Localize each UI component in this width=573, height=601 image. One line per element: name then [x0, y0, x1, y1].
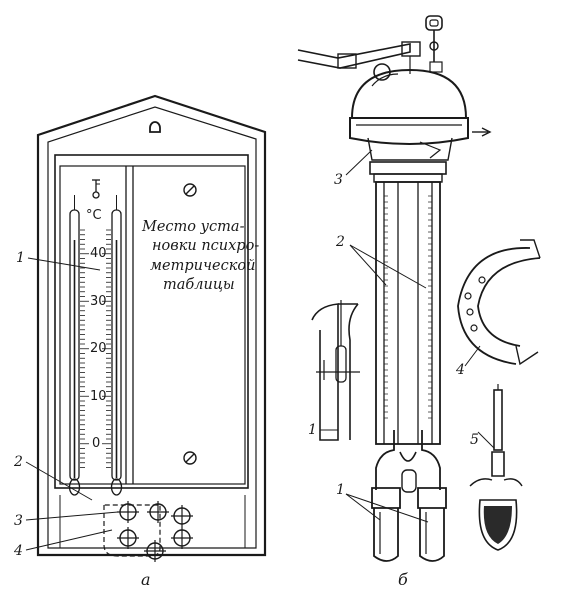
screw-top [183, 183, 197, 197]
note-line-1: Место уста- [141, 219, 245, 235]
label-a-3: 3 [14, 513, 23, 529]
water-reservoir [103, 504, 161, 557]
ventilation-holes [117, 501, 193, 562]
detail-pipette-bulb [469, 384, 523, 551]
label-b-5: 5 [470, 432, 479, 448]
label-a-2: 2 [13, 454, 23, 470]
thermometer-tubes [375, 181, 441, 445]
detail-curved-shield [457, 239, 541, 366]
unit-label: °C [86, 208, 102, 223]
caption-a: а [141, 570, 151, 589]
scale-label-10: 10 [90, 389, 107, 404]
aspiration-psychrometer: 3 2 1 4 5 1 б [297, 15, 541, 589]
label-b-2: 2 [335, 234, 345, 250]
note-line-2: новки психро- [152, 238, 259, 254]
fan-housing [349, 61, 492, 161]
temperature-scale [80, 229, 111, 468]
wet-thermometer [110, 195, 123, 496]
note-line-3: метрической [150, 258, 255, 274]
dry-thermometer [68, 195, 81, 496]
screw-bottom [183, 451, 197, 465]
scale-label-20: 20 [90, 341, 107, 356]
label-a-4: 4 [13, 543, 23, 559]
detail-tube-end [311, 300, 360, 441]
suspension-arm [297, 41, 421, 81]
wall-psychrometer: °C 40 30 20 10 0 Место уста- новки психр… [13, 94, 267, 589]
caption-b: б [398, 570, 408, 589]
label-a-1: 1 [16, 250, 25, 266]
thermometer-symbol-icon [92, 179, 100, 199]
tube-scales [384, 195, 432, 419]
board-outline [36, 94, 267, 557]
protective-fork [371, 430, 447, 562]
label-b-1-detail: 1 [308, 422, 317, 438]
winding-key-icon [425, 15, 443, 62]
scale-label-30: 30 [90, 294, 107, 309]
label-b-3: 3 [334, 172, 343, 188]
label-b-1-tubes: 1 [336, 482, 345, 498]
hanging-hole [149, 121, 161, 133]
scale-label-0: 0 [92, 436, 100, 451]
scale-label-40: 40 [90, 246, 107, 261]
label-b-4: 4 [455, 362, 465, 378]
note-line-4: таблицы [163, 277, 235, 293]
